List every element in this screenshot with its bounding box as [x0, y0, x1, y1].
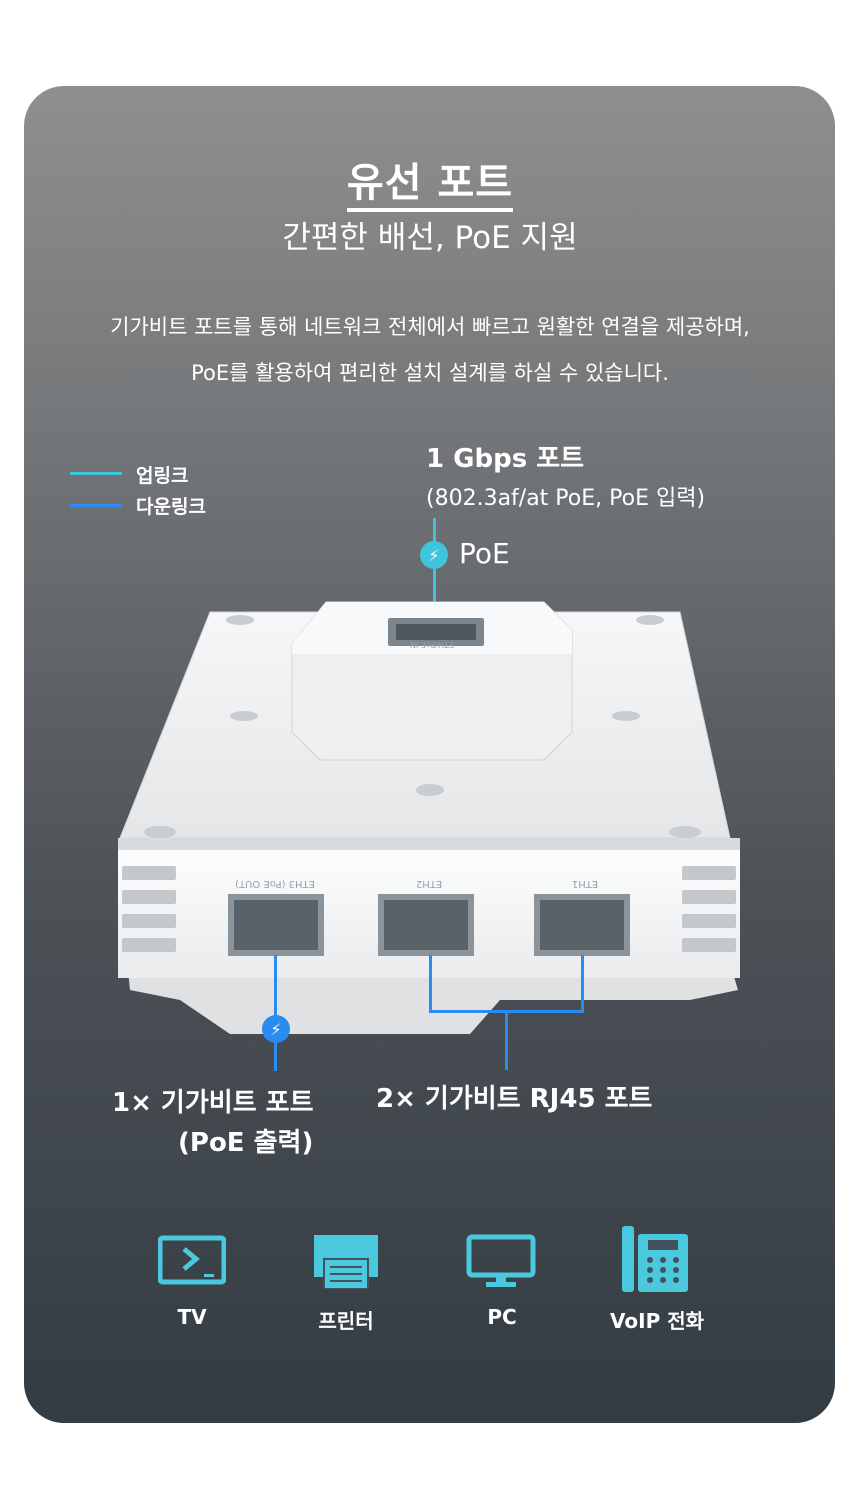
- description-line-1: 기가비트 포트를 통해 네트워크 전체에서 빠르고 원활한 연결을 제공하며,: [110, 315, 750, 339]
- poe-in-bolt-icon: ⚡: [420, 541, 448, 569]
- uplink-legend-line: [70, 472, 122, 475]
- uplink-port-detail: (802.3af/at PoE, PoE 입력): [426, 486, 706, 511]
- eth2-connector-line: [429, 955, 432, 1013]
- tv-label: TV: [177, 1305, 207, 1329]
- pc-label: PC: [487, 1305, 517, 1329]
- poe-in-badge: PoE: [459, 537, 510, 570]
- eth1-connector-line: [581, 955, 584, 1013]
- poe-out-bolt-icon: ⚡: [262, 1015, 290, 1043]
- tv-icon: [158, 1235, 226, 1285]
- poe-out-connector-line: [274, 955, 277, 1071]
- description-line-2: PoE를 활용하여 편리한 설치 설계를 하실 수 있습니다.: [191, 361, 669, 385]
- printer-label: 프린터: [318, 1309, 374, 1333]
- voip-phone-label: VoIP 전화: [610, 1309, 704, 1333]
- uplink-port-title: 1 Gbps 포트: [426, 444, 585, 474]
- downlink-legend-label: 다운링크: [136, 496, 206, 518]
- downlink-legend-line: [70, 504, 122, 507]
- rj45-ports-title: 2× 기가비트 RJ45 포트: [376, 1084, 653, 1114]
- uplink-connector-line: [433, 518, 436, 630]
- rj45-connector-line: [505, 1010, 508, 1070]
- section-subtitle: 간편한 배선, PoE 지원: [282, 220, 578, 256]
- eth1-port-label: ETH1: [571, 878, 599, 889]
- top-port-label: ETH/PoE IN: [409, 640, 455, 649]
- uplink-legend-label: 업링크: [136, 465, 189, 487]
- section-title: 유선 포트: [0, 150, 860, 212]
- poe-out-port-title: 1× 기가비트 포트: [112, 1088, 314, 1118]
- poe-out-port-detail: (PoE 출력): [178, 1128, 314, 1158]
- pc-monitor-icon: [466, 1234, 536, 1287]
- section-description: 기가비트 포트를 통해 네트워크 전체에서 빠르고 원활한 연결을 제공하며, …: [40, 304, 820, 396]
- eth3-port-label: ETH3 (PoE OUT): [235, 878, 315, 889]
- voip-phone-icon: [622, 1226, 688, 1292]
- printer-icon: [314, 1235, 378, 1289]
- eth2-port-label: ETH2: [415, 878, 443, 889]
